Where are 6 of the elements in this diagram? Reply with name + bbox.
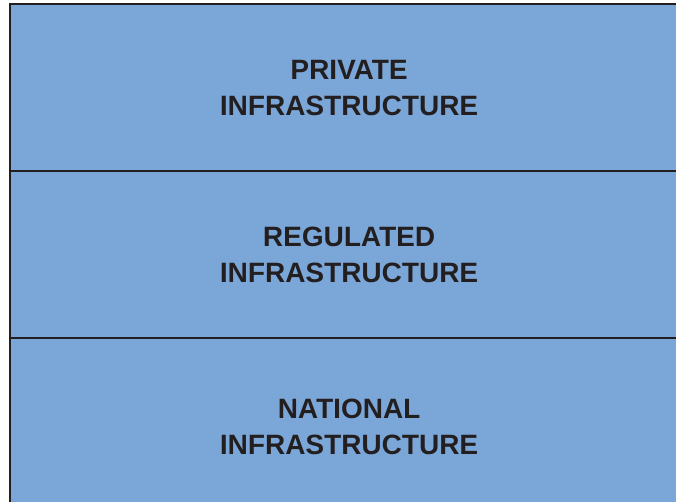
layer-label: REGULATED INFRASTRUCTURE: [218, 220, 480, 290]
layer-band: [9, 170, 676, 339]
layer-band: [9, 3, 676, 172]
layer-label: PRIVATE INFRASTRUCTURE: [218, 52, 480, 122]
layer-label: NATIONAL INFRASTRUCTURE: [218, 392, 480, 462]
layer-band: [9, 337, 676, 502]
